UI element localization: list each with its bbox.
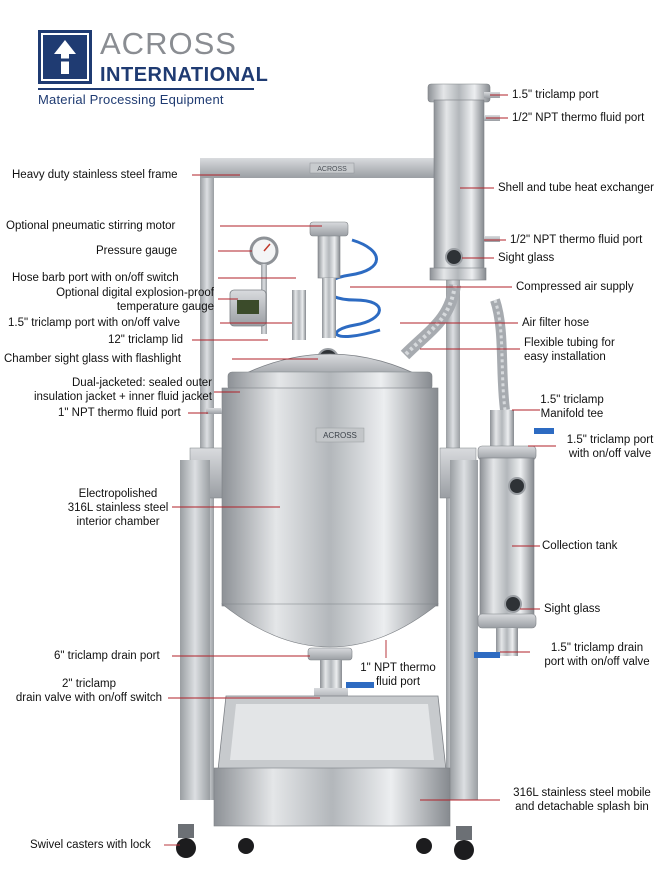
label-flexible-tubing: Flexible tubing for easy installation (524, 336, 615, 364)
label-digital-temp-gauge: Optional digital explosion-proof tempera… (12, 286, 214, 314)
label-manifold-tee-line1: 1.5" triclamp (540, 394, 604, 406)
label-tank-port-valve: 1.5" triclamp port with on/off valve (556, 433, 664, 461)
label-digital-temp-gauge-line2: temperature gauge (116, 301, 214, 313)
splash-bin (213, 695, 451, 827)
air-hose (324, 238, 381, 338)
label-interior-chamber-line2: 316L stainless steel (67, 502, 169, 514)
label-manifold-tee: 1.5" triclamp Manifold tee (530, 393, 614, 421)
logo-subname: INTERNATIONAL (100, 64, 269, 86)
reactor-vessel: ACROSS (206, 387, 439, 648)
label-bottom-thermo-port: 1" NPT thermo fluid port (346, 661, 450, 689)
label-interior-chamber: Electropolished 316L stainless steel int… (56, 487, 180, 529)
label-dual-jacketed-line1: Dual-jacketed: sealed outer (72, 377, 212, 389)
label-splash-bin-line1: 316L stainless steel mobile (513, 787, 651, 799)
label-chamber-sight-glass: Chamber sight glass with flashlight (4, 353, 182, 365)
label-splash-bin-line2: and detachable splash bin (515, 801, 649, 813)
label-flexible-tubing-line2: easy installation (524, 351, 606, 363)
collection-tank (474, 410, 554, 658)
label-bottom-thermo-port-line1: 1" NPT thermo (360, 662, 436, 674)
label-drain-valve: 2" triclamp drain valve with on/off swit… (10, 677, 168, 705)
label-tank-drain-port-line2: port with on/off valve (544, 656, 650, 668)
label-flexible-tubing-line1: Flexible tubing for (524, 337, 615, 349)
label-top-triclamp-port: 1.5" triclamp port (512, 89, 599, 101)
stainless-frame: ACROSS (180, 158, 478, 800)
casters (176, 824, 474, 860)
logo-rule (38, 88, 254, 90)
label-drain-valve-line1: 2" triclamp (62, 678, 116, 690)
label-swivel-casters: Swivel casters with lock (30, 839, 151, 851)
heat-exchanger (427, 83, 500, 281)
lid-instruments (229, 221, 349, 370)
logo-name: ACROSS (100, 26, 237, 61)
label-digital-temp-gauge-line1: Optional digital explosion-proof (56, 287, 214, 299)
label-air-filter-hose: Air filter hose (522, 317, 590, 329)
frame-nameplate: ACROSS (317, 166, 347, 173)
label-pressure-gauge: Pressure gauge (96, 245, 178, 257)
label-manifold-tee-line2: Manifold tee (540, 408, 604, 420)
vessel-nameplate: ACROSS (323, 431, 357, 440)
label-bottom-thermo-port-line2: fluid port (375, 676, 421, 688)
label-lower-thermo-port: 1/2" NPT thermo fluid port (510, 234, 643, 246)
label-frame: Heavy duty stainless steel frame (12, 169, 178, 181)
label-compressed-air: Compressed air supply (516, 281, 634, 293)
label-tank-port-valve-line1: 1.5" triclamp port (566, 434, 654, 446)
logo-mark (38, 30, 92, 84)
label-interior-chamber-line1: Electropolished (78, 488, 158, 500)
label-hose-barb-port: Hose barb port with on/off switch (12, 272, 179, 284)
label-tank-drain-port-line1: 1.5" triclamp drain (550, 642, 644, 654)
label-dual-jacketed-line2: insulation jacket + inner fluid jacket (33, 391, 212, 403)
label-collection-tank: Collection tank (542, 540, 618, 552)
label-triclamp-port-valve: 1.5" triclamp port with on/off valve (8, 317, 180, 329)
label-heat-exchanger: Shell and tube heat exchanger (498, 182, 655, 194)
label-triclamp-lid: 12" triclamp lid (108, 334, 184, 346)
brand-logo: ACROSS INTERNATIONAL Material Processing… (38, 26, 268, 110)
label-tank-sight-glass: Sight glass (544, 603, 601, 615)
leader-lines (164, 94, 556, 846)
label-drain-valve-line2: drain valve with on/off switch (15, 692, 163, 704)
label-dual-jacketed: Dual-jacketed: sealed outer insulation j… (4, 376, 212, 404)
label-splash-bin: 316L stainless steel mobile and detachab… (500, 786, 664, 814)
logo-arrow-icon (41, 33, 89, 81)
label-exchanger-sight-glass: Sight glass (498, 252, 555, 264)
label-stirring-motor: Optional pneumatic stirring motor (6, 220, 176, 232)
label-upper-thermo-port: 1/2" NPT thermo fluid port (512, 112, 645, 124)
label-drain-port: 6" triclamp drain port (54, 650, 160, 662)
logo-tagline: Material Processing Equipment (38, 92, 224, 107)
label-tank-port-valve-line2: with on/off valve (568, 448, 652, 460)
label-npt-thermo-port: 1" NPT thermo fluid port (58, 407, 181, 419)
label-tank-drain-port: 1.5" triclamp drain port with on/off val… (530, 641, 664, 669)
label-interior-chamber-line3: interior chamber (76, 516, 160, 528)
